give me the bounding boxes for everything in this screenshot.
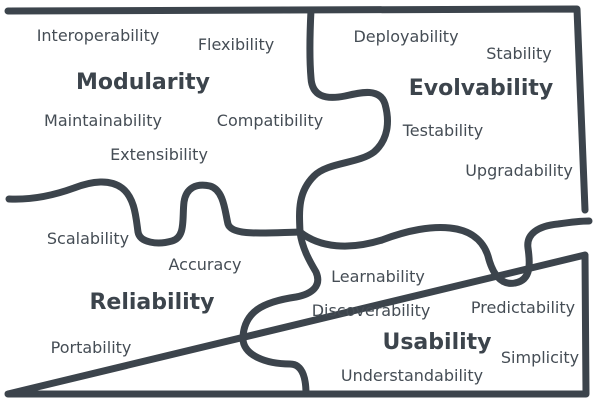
puzzle-frame bbox=[4, 5, 590, 398]
heading-usability: Usability bbox=[382, 330, 492, 355]
label-extensibility: Extensibility bbox=[110, 145, 208, 164]
label-upgradability: Upgradability bbox=[465, 161, 573, 180]
seam-modularity-reliability bbox=[5, 178, 304, 247]
label-deployability: Deployability bbox=[353, 27, 459, 46]
label-flexibility: Flexibility bbox=[197, 35, 275, 54]
label-maintainability: Maintainability bbox=[44, 111, 162, 130]
heading-reliability: Reliability bbox=[89, 290, 215, 315]
label-interoperability: Interoperability bbox=[36, 26, 160, 45]
label-discoverability: Discoverability bbox=[311, 301, 431, 320]
label-compatibility: Compatibility bbox=[216, 111, 324, 130]
label-scalability: Scalability bbox=[46, 229, 130, 248]
label-predictability: Predictability bbox=[470, 298, 576, 317]
seam-reliability-usability bbox=[239, 228, 322, 398]
label-accuracy: Accuracy bbox=[168, 255, 242, 274]
label-learnability: Learnability bbox=[331, 267, 425, 286]
heading-modularity: Modularity bbox=[75, 70, 211, 95]
seam-modularity-evolvability bbox=[296, 6, 391, 236]
label-understandability: Understandability bbox=[340, 366, 484, 385]
heading-evolvability: Evolvability bbox=[408, 76, 554, 101]
seam-evolvability-usability bbox=[296, 217, 593, 287]
label-simplicity: Simplicity bbox=[500, 348, 580, 367]
label-portability: Portability bbox=[50, 338, 132, 357]
label-testability: Testability bbox=[402, 121, 484, 140]
label-stability: Stability bbox=[486, 44, 552, 63]
